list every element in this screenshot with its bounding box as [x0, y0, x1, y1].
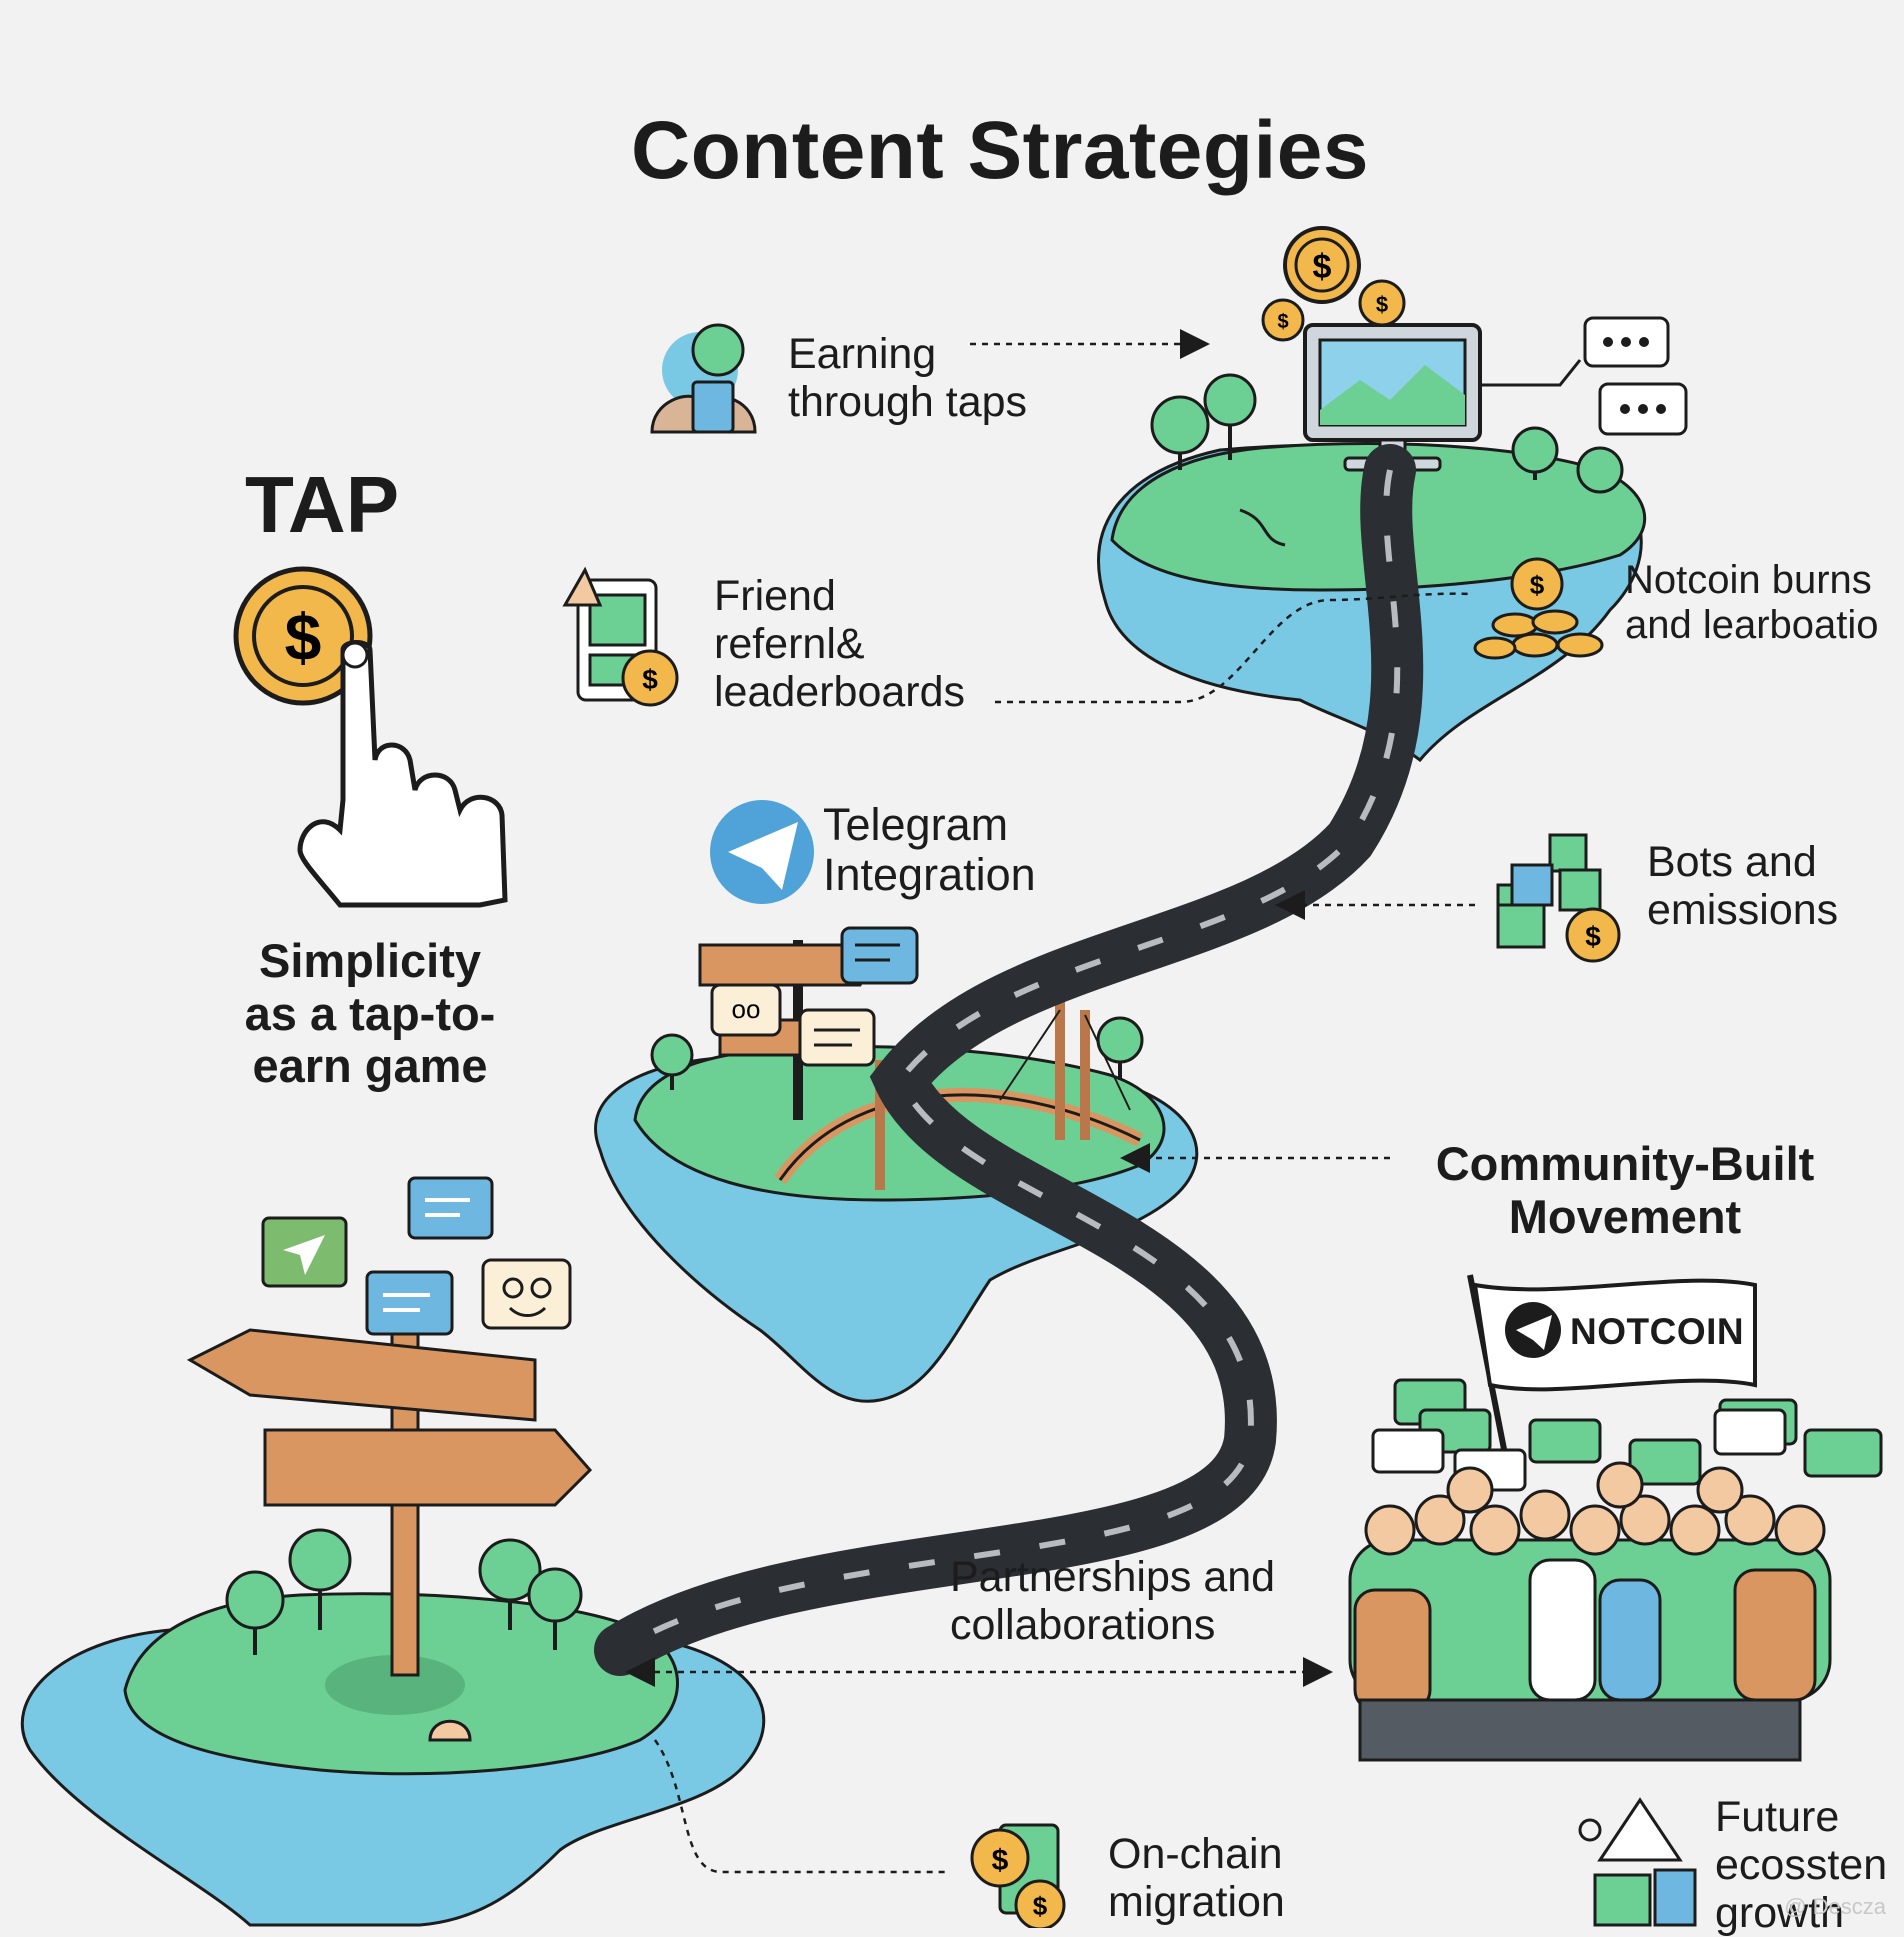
- label-earning: Earning through taps: [788, 330, 1028, 427]
- svg-text:$: $: [1277, 311, 1288, 333]
- coin-icon: $ $ $: [1261, 226, 1406, 342]
- label-bots-emissions: Bots and emissions: [1647, 838, 1839, 935]
- chat-bubble-icon: [261, 1176, 572, 1336]
- chat-bubble-icon: oo: [710, 926, 919, 1067]
- label-partnerships: Partnerships and collaborations: [950, 1553, 1276, 1650]
- label-community-movement: Community-Built Movement: [1435, 1137, 1815, 1243]
- earning-icon: [650, 323, 757, 434]
- bots-icon: $: [1496, 833, 1621, 963]
- svg-text:$: $: [1313, 248, 1332, 286]
- crowd-illustration: [1348, 1378, 1883, 1762]
- connector-arrows: [625, 329, 1475, 1874]
- label-telegram: Telegram Integration: [823, 799, 1036, 901]
- page-title: Content Strategies: [631, 105, 1369, 196]
- svg-text:$: $: [1585, 921, 1601, 952]
- label-friend-referral: Friend refernl& leaderboards: [714, 572, 966, 717]
- hand-pointer-icon: [297, 640, 508, 908]
- chat-bubble-icon: [1480, 316, 1688, 436]
- bottom-left-island: [20, 1592, 766, 1927]
- tree-icon: [225, 1528, 583, 1655]
- svg-text:$: $: [642, 664, 658, 695]
- signpost-icon: [186, 1328, 593, 1677]
- tree-icon: [650, 1016, 1144, 1090]
- onchain-icon: $ $: [970, 1823, 1066, 1928]
- notcoin-banner: [1467, 1274, 1757, 1481]
- tap-coin-icon: $: [233, 566, 373, 706]
- leaderboard-icon: $: [562, 566, 679, 707]
- label-onchain-migration: On-chain migration: [1108, 1830, 1285, 1927]
- future-growth-icon: [1578, 1797, 1697, 1927]
- svg-text:$: $: [992, 1844, 1009, 1877]
- road: [594, 444, 1424, 1676]
- svg-text:$: $: [1530, 570, 1545, 600]
- watermark: @ Descza: [1784, 1894, 1886, 1919]
- label-notcoin-burns: Notcoin burns and learboatio: [1625, 558, 1879, 647]
- monitor-icon: [1303, 323, 1482, 472]
- svg-text:$: $: [285, 600, 322, 674]
- svg-text:oo: oo: [732, 994, 761, 1024]
- notcoin-banner-text: NOTCOIN: [1570, 1311, 1745, 1352]
- telegram-icon: [710, 800, 814, 904]
- svg-text:$: $: [1033, 1891, 1048, 1921]
- svg-text:$: $: [1376, 292, 1388, 317]
- tree-icon: [1150, 373, 1624, 494]
- coin-stack-icon: $: [1473, 557, 1604, 660]
- tap-heading: TAP: [245, 460, 400, 549]
- label-simplicity: Simplicity as a tap-to- earn game: [244, 934, 496, 1093]
